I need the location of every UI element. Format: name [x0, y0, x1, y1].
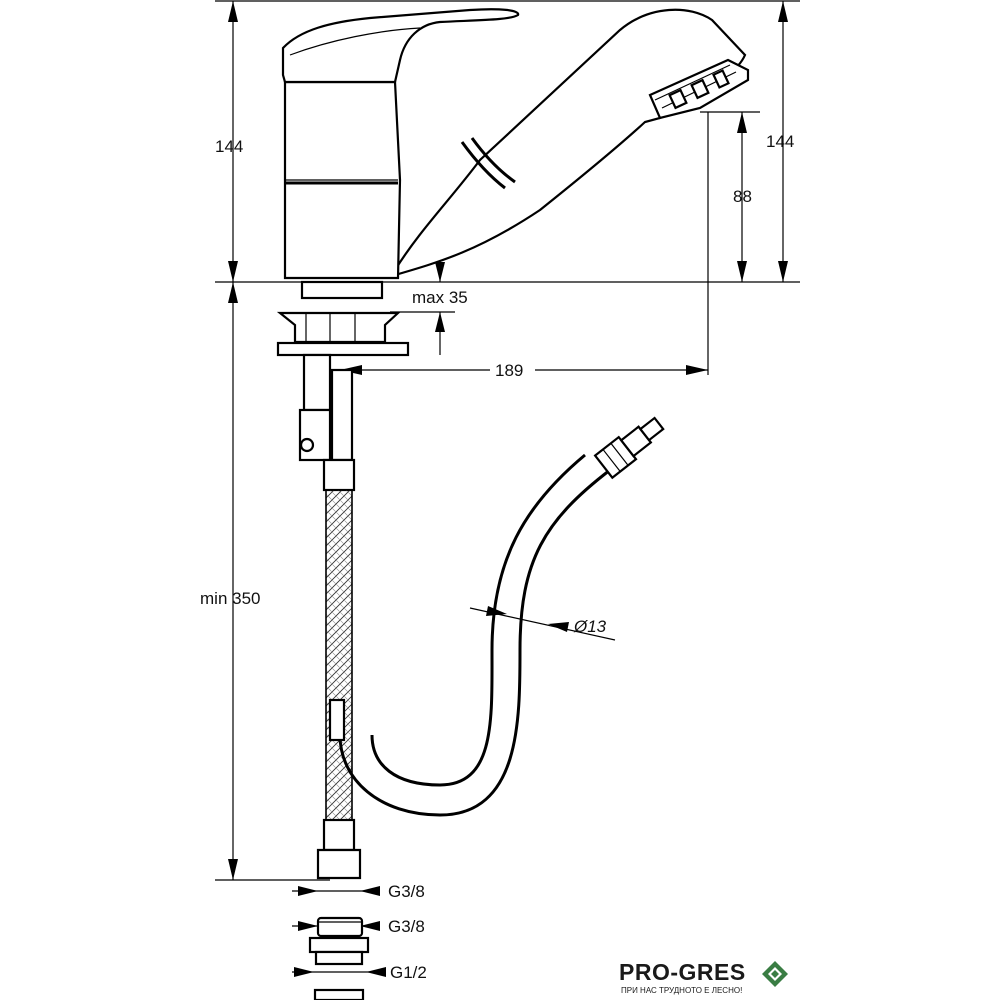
dim-height-left: 144 — [215, 137, 243, 156]
dim-thread-hose: G3/8 — [388, 882, 425, 901]
dim-max-thickness: max 35 — [412, 288, 468, 307]
brand-name: PRO-GRES — [619, 959, 746, 985]
spray-head — [648, 58, 750, 120]
dimension-lines — [215, 0, 800, 977]
dim-hose-diameter: Ø13 — [573, 617, 607, 636]
dim-reach: 189 — [495, 361, 523, 380]
hose-connector — [593, 416, 665, 480]
brand-logo: PRO-GRES ПРИ НАС ТРУДНОТО Е ЛЕСНО! — [619, 959, 788, 995]
faucet-body — [276, 8, 750, 880]
dim-thread-inlet: G1/2 — [390, 963, 427, 982]
brand-tagline: ПРИ НАС ТРУДНОТО Е ЛЕСНО! — [621, 986, 742, 995]
dim-thread-adapter: G3/8 — [388, 917, 425, 936]
connection-fittings — [308, 916, 370, 1000]
dim-outlet-height: 88 — [733, 187, 752, 206]
diamond-arrow-icon — [762, 961, 788, 987]
dim-min-length: min 350 — [200, 589, 260, 608]
dim-height-right: 144 — [766, 132, 794, 151]
dimension-labels: 144 144 88 max 35 189 min 350 Ø13 G3/8 G… — [200, 132, 794, 982]
